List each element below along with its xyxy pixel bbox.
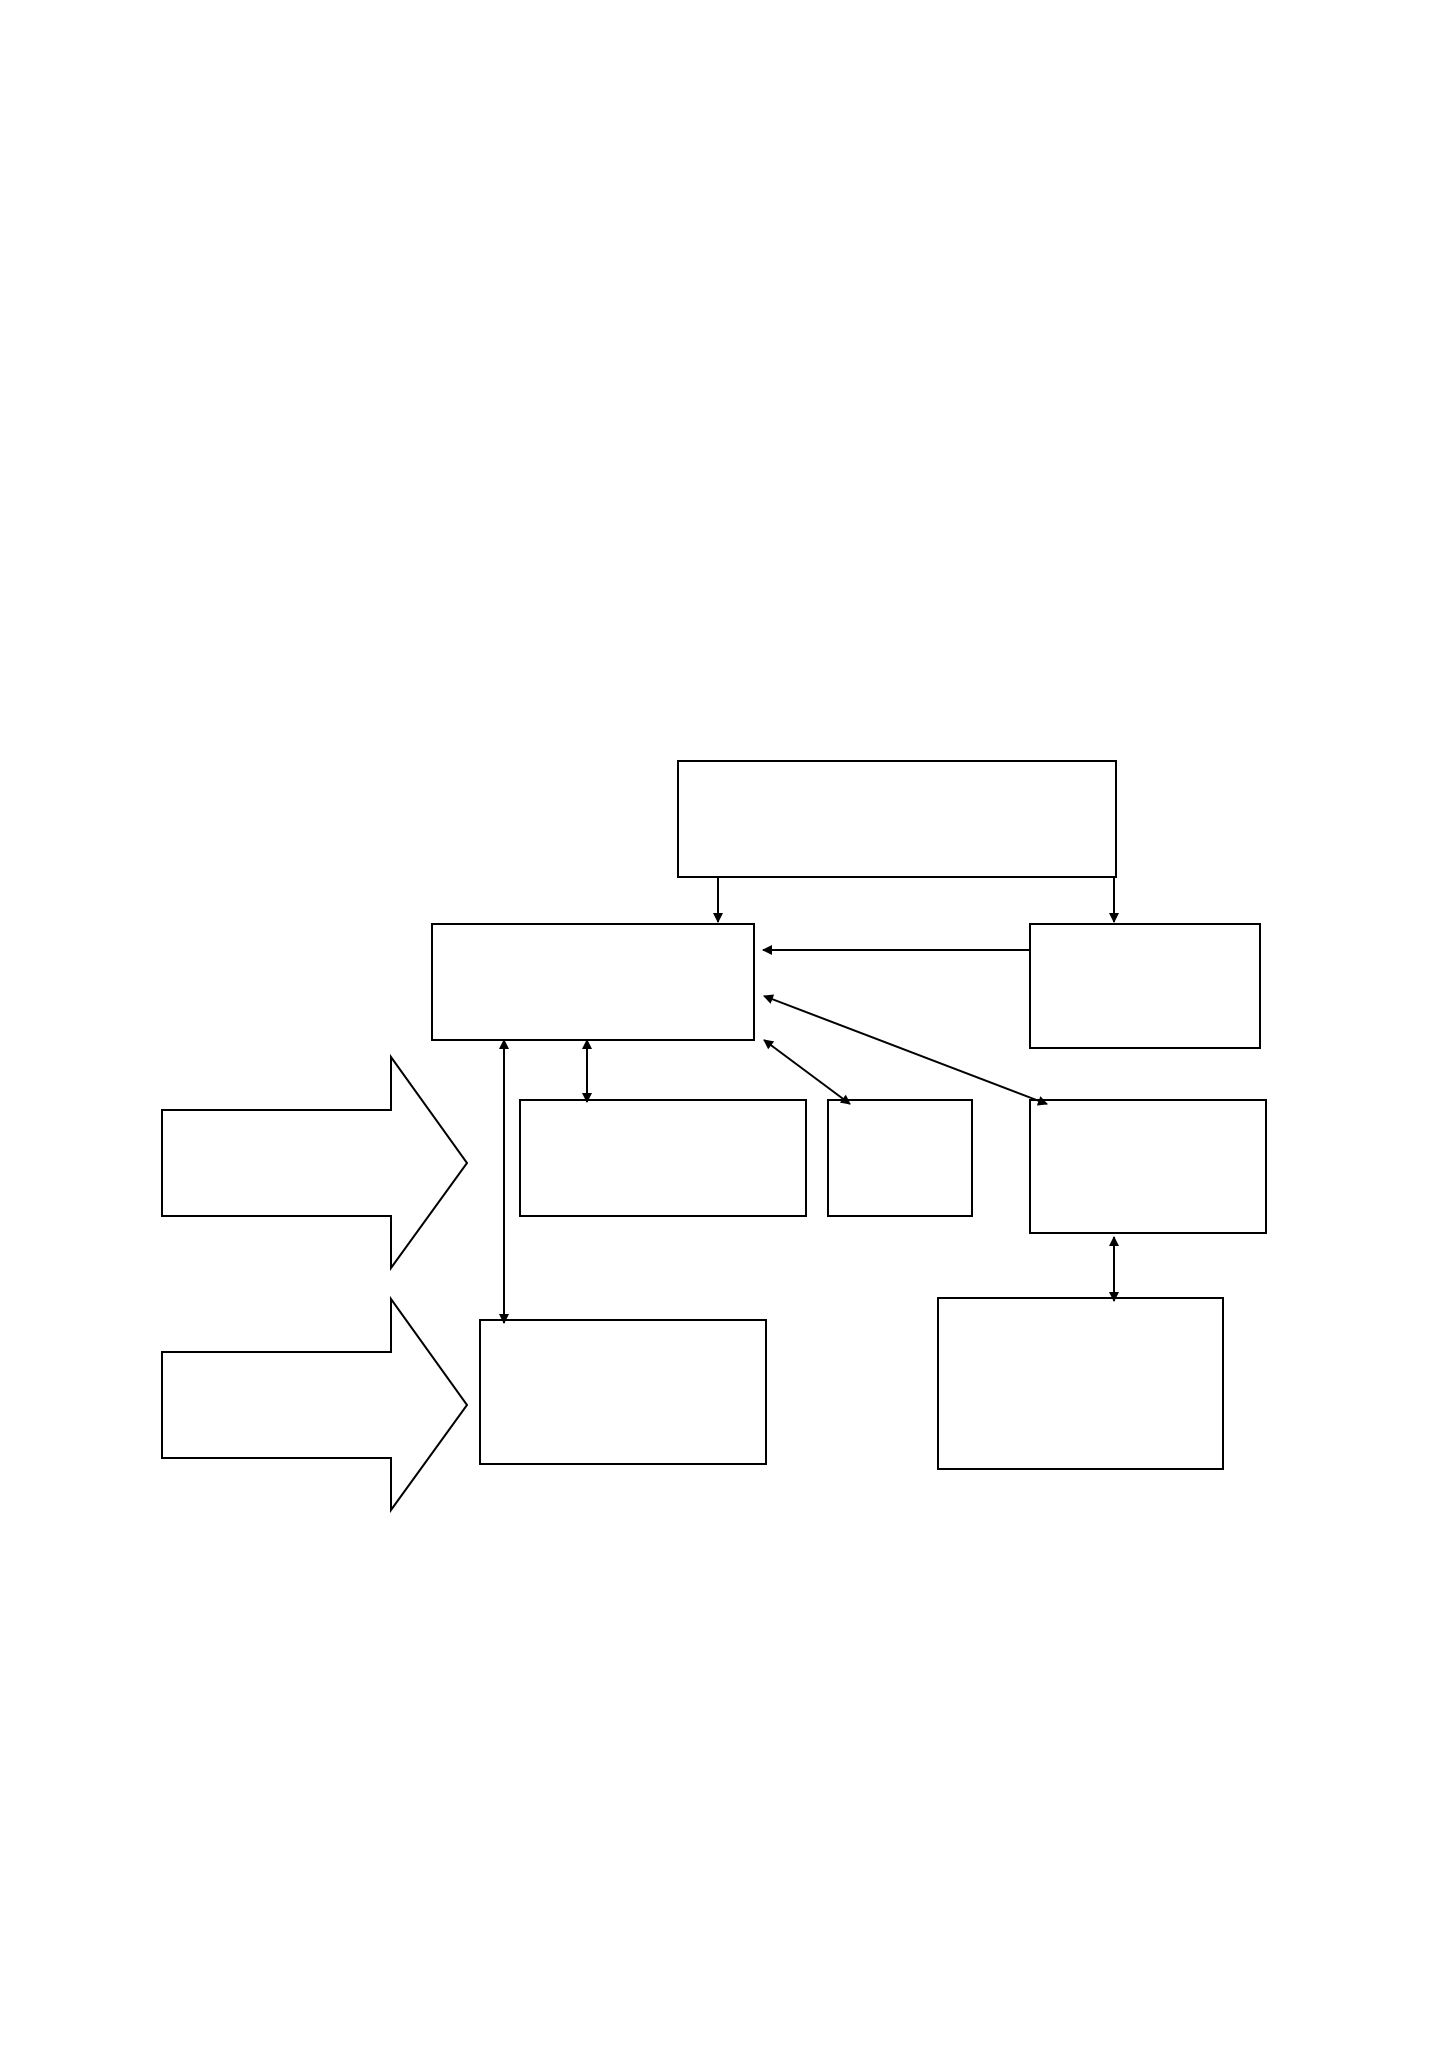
center-box [431,923,755,1041]
connector-center-middle-small [763,1039,851,1105]
right-middle-box [1029,1099,1267,1234]
middle-wide-box [519,1099,807,1217]
lower-right-box [937,1297,1224,1470]
lower-left-box [479,1319,767,1465]
right-upper-box [1029,923,1261,1049]
lower-block-arrow [161,1295,469,1514]
middle-small-box [827,1099,973,1217]
upper-block-arrow [161,1053,469,1272]
top-box [677,760,1117,878]
connector-center-right-middle [763,994,1048,1106]
